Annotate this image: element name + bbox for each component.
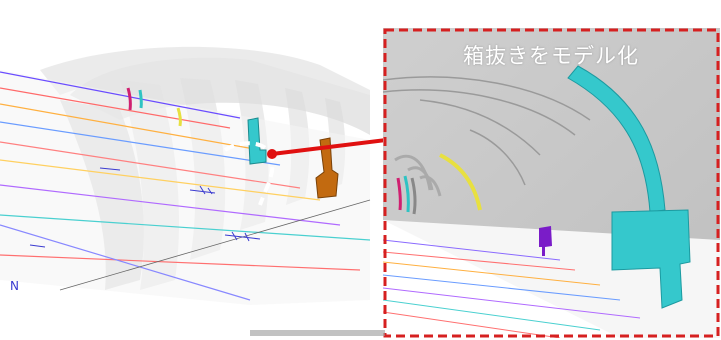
svg-text:N: N	[10, 279, 19, 293]
caption-text: 箱抜きをモデル化	[463, 44, 639, 68]
tunnel-overview: N	[0, 46, 371, 305]
connector	[267, 138, 387, 159]
zoom-frame-dashed	[383, 28, 720, 338]
zoom-panel	[383, 28, 720, 338]
